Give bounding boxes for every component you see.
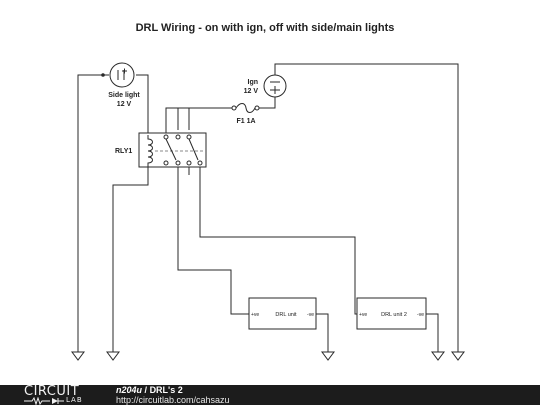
wire-relay-to-drl2: [199, 167, 362, 315]
footer-author[interactable]: n204u: [116, 385, 143, 395]
drl-unit-1-pos: +ve: [251, 312, 259, 318]
wire-coil-bottom: [112, 167, 149, 352]
wire-ign-top: [274, 63, 459, 352]
relay-rly1: [138, 132, 207, 168]
ground-symbol: [321, 351, 335, 361]
footer-separator: /: [144, 385, 148, 395]
wire-drl1-neg: [316, 313, 329, 352]
footer-project-name[interactable]: DRL's 2: [149, 385, 183, 395]
ignition-voltage: 12 V: [244, 88, 259, 95]
ignition-name: Ign: [248, 79, 259, 86]
ground-symbol: [106, 351, 120, 361]
wire-fuse-to-relay: [165, 107, 232, 133]
sidelight-source: [109, 62, 135, 88]
footer-url[interactable]: http://circuitlab.com/cahsazu: [116, 395, 230, 405]
relay-label: RLY1: [115, 148, 132, 155]
drl-unit-1-neg: -ve: [307, 312, 314, 318]
ground-symbol: [431, 351, 445, 361]
relay-coil: [147, 135, 153, 167]
ground-symbol: [71, 351, 85, 361]
circuitlab-logo[interactable]: CIRCUIT: [24, 384, 80, 399]
drl-unit-2-neg: -ve: [417, 312, 424, 318]
logo-lab-text: LAB: [66, 396, 83, 404]
junction-dot: [101, 73, 105, 77]
wire-sidelight-ground: [77, 74, 109, 352]
fuse-symbol: [231, 103, 260, 113]
sidelight-voltage: 12 V: [117, 101, 132, 108]
logo-trace-icon: [24, 397, 64, 405]
drl-unit-2: [356, 297, 427, 330]
diagram-title: DRL Wiring - on with ign, off with side/…: [136, 22, 395, 34]
wire-drl2-neg: [426, 313, 439, 352]
drl-unit-1-label: DRL unit: [275, 312, 297, 318]
drl-unit-2-pos: +ve: [359, 312, 367, 318]
fuse-label: F1 1A: [236, 118, 255, 125]
ignition-source: [263, 74, 287, 98]
wire-ign-to-fuse: [259, 97, 276, 109]
footer-bar: CIRCUIT LAB n204u / DRL's 2 http://circu…: [0, 385, 540, 405]
footer-project-line: n204u / DRL's 2: [116, 385, 183, 395]
sidelight-name: Side light: [108, 92, 140, 99]
wire-relay-to-drl1: [177, 167, 249, 315]
drl-unit-2-label: DRL unit 2: [381, 312, 407, 318]
ground-symbol: [451, 351, 465, 361]
wire-sidelight-to-relay-top: [136, 74, 149, 133]
drl-unit-1: [248, 297, 317, 330]
